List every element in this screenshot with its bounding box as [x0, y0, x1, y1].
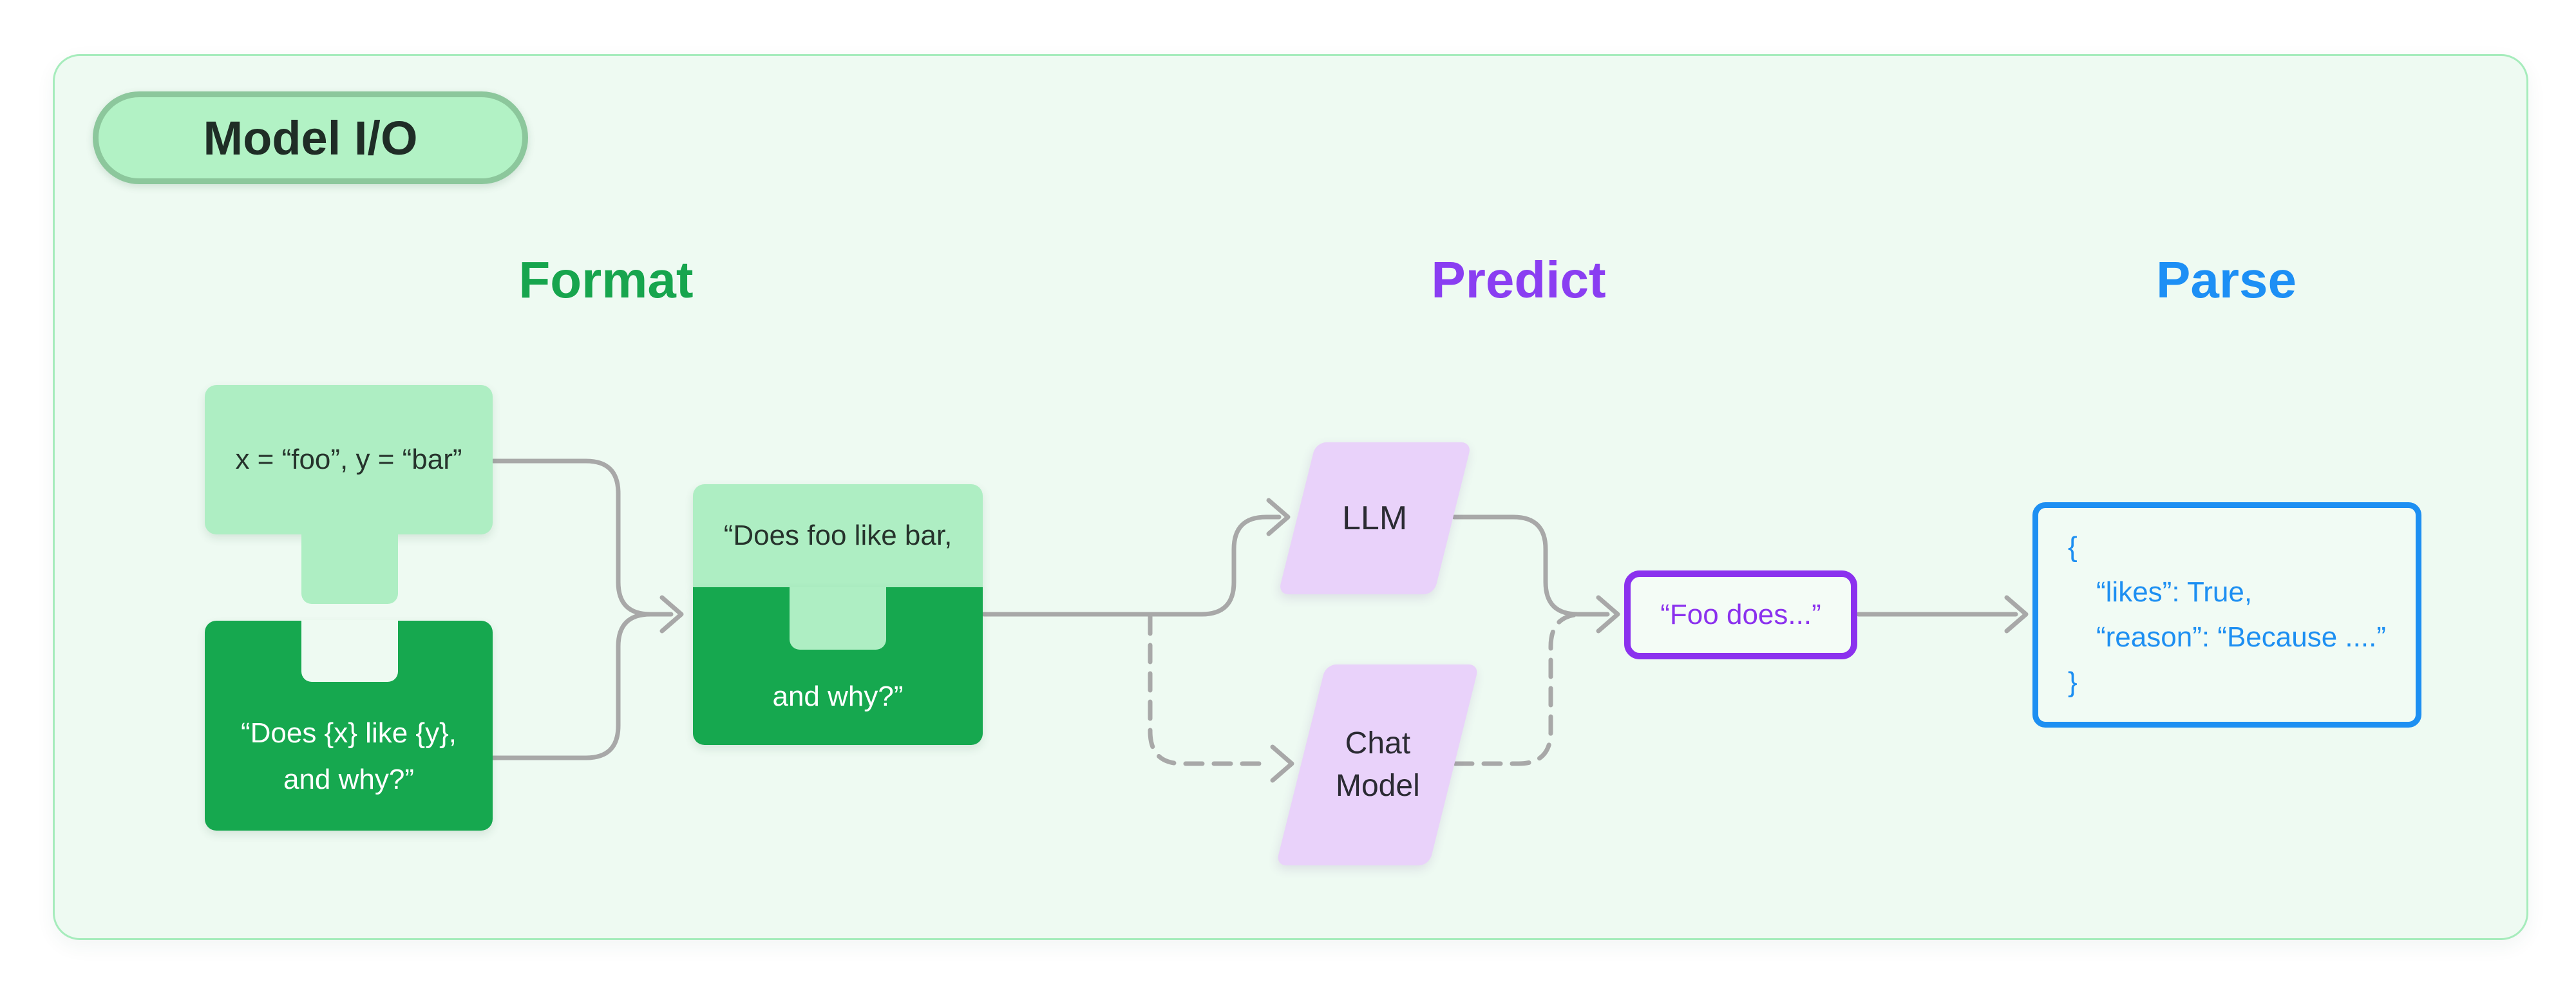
variables-piece-tab	[301, 533, 398, 604]
formatted-prompt-top: “Does foo like bar,	[693, 484, 983, 587]
model-output-box: “Foo does...”	[1624, 570, 1857, 659]
parse-header-label: Parse	[2156, 251, 2297, 308]
chat-model-line1: Chat	[1345, 726, 1410, 760]
column-header-parse: Parse	[2098, 248, 2355, 312]
template-piece-text: “Does {x} like {y}, and why?”	[205, 683, 493, 831]
model-io-badge: Model I/O	[93, 91, 528, 184]
format-header-label: Format	[518, 251, 694, 308]
parsed-json-open-brace: {	[2068, 531, 2078, 563]
chat-model-line2: Model	[1335, 769, 1420, 803]
column-header-format: Format	[477, 248, 735, 312]
template-piece-line1: “Does {x} like {y},	[240, 717, 457, 749]
parsed-result-box: { “likes”: True, “reason”: “Because ....…	[2032, 502, 2421, 728]
predict-header-label: Predict	[1431, 251, 1606, 308]
parsed-json-likes-line: “likes”: True,	[2096, 576, 2253, 608]
formatted-prompt-line1: “Does foo like bar,	[723, 520, 952, 551]
template-piece-line2: and why?”	[283, 764, 414, 795]
chat-model-label: Chat Model	[1336, 722, 1420, 807]
variables-piece: x = “foo”, y = “bar”	[205, 385, 493, 534]
column-header-predict: Predict	[1390, 248, 1647, 312]
parsed-json-reason-line: “reason”: “Because ....”	[2096, 621, 2386, 653]
variables-piece-text: x = “foo”, y = “bar”	[235, 444, 462, 475]
llm-label: LLM	[1342, 500, 1408, 537]
template-piece-notch	[301, 620, 398, 682]
formatted-prompt-tab	[790, 587, 886, 650]
model-io-badge-label: Model I/O	[203, 111, 418, 165]
model-output-text: “Foo does...”	[1660, 599, 1821, 630]
template-piece: “Does {x} like {y}, and why?”	[205, 620, 493, 831]
formatted-prompt-line2: and why?”	[772, 681, 904, 712]
parsed-json-close-brace: }	[2068, 666, 2078, 698]
